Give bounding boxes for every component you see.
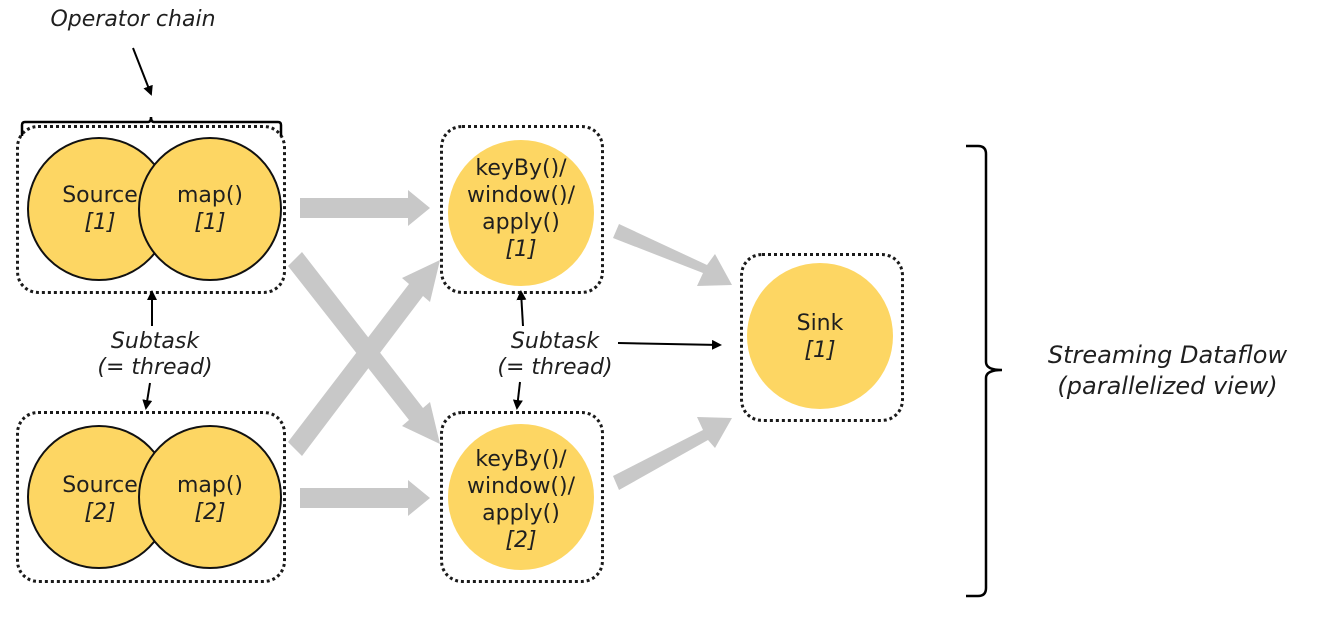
window-1-node — [448, 140, 594, 286]
map-1-node — [138, 137, 282, 281]
map-2-label: map()[2] — [176, 473, 244, 525]
subtask-left-label: Subtask (= thread) — [97, 329, 213, 380]
streaming-dataflow-label: Streaming Dataflow (parallelized view) — [1047, 341, 1288, 400]
subtask-left-down-arrow — [142, 382, 153, 410]
operator-chain-pointer — [132, 47, 153, 96]
window-box-2 — [440, 411, 604, 583]
subtask-mid-down-arrow — [512, 381, 523, 410]
sink-1-label: Sink[1] — [796, 311, 844, 363]
operator-chain-label: Operator chain — [50, 7, 216, 32]
source-1-label: Source[1] — [62, 183, 138, 235]
streaming-dataflow-brace — [966, 144, 1003, 598]
operator-chain-box-2 — [16, 411, 286, 583]
window-1-label: keyBy()/ window()/ apply() [1] — [466, 156, 576, 262]
map-1-label: map()[1] — [176, 183, 244, 235]
source-2-label: Source[2] — [62, 473, 138, 525]
sink-box — [740, 253, 904, 422]
window-2-label: keyBy()/ window()/ apply() [2] — [466, 447, 576, 553]
flow-arrow-window2-sink — [613, 417, 732, 490]
window-2-node — [448, 424, 594, 570]
operator-chain-brace — [20, 116, 283, 136]
sink-1-node — [747, 263, 893, 409]
flow-arrow-source2-window2 — [300, 480, 430, 516]
subtask-mid-label: Subtask (= thread) — [497, 329, 613, 380]
flow-arrow-window1-sink — [613, 224, 732, 286]
subtask-mid-up-arrow — [516, 290, 527, 327]
subtask-mid-sink-arrow — [617, 339, 722, 350]
flow-arrow-source2-window1 — [288, 260, 440, 456]
flow-arrow-source1-window1 — [300, 190, 430, 226]
flow-arrows — [288, 190, 732, 516]
map-2-node — [138, 425, 282, 569]
